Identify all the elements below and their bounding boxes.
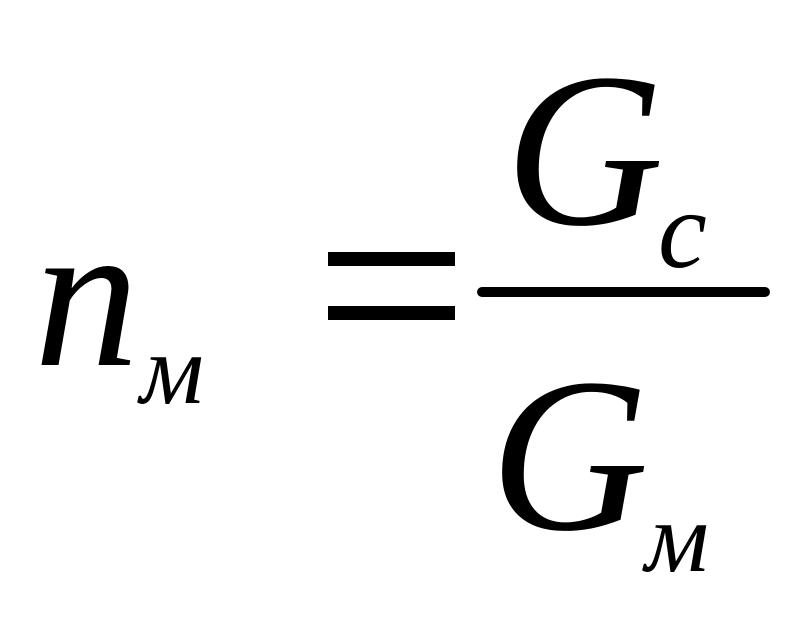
numerator-subscript: c — [658, 169, 707, 291]
lhs-subscript: м — [140, 314, 204, 425]
fraction-bar — [477, 287, 770, 297]
denominator-symbol: G — [490, 333, 649, 577]
denominator-subscript: м — [645, 482, 709, 593]
numerator-symbol: G — [505, 28, 664, 272]
lhs-symbol: n — [34, 179, 139, 411]
equals-sign-top-bar — [328, 252, 455, 266]
equals-sign-bottom-bar — [328, 306, 455, 320]
